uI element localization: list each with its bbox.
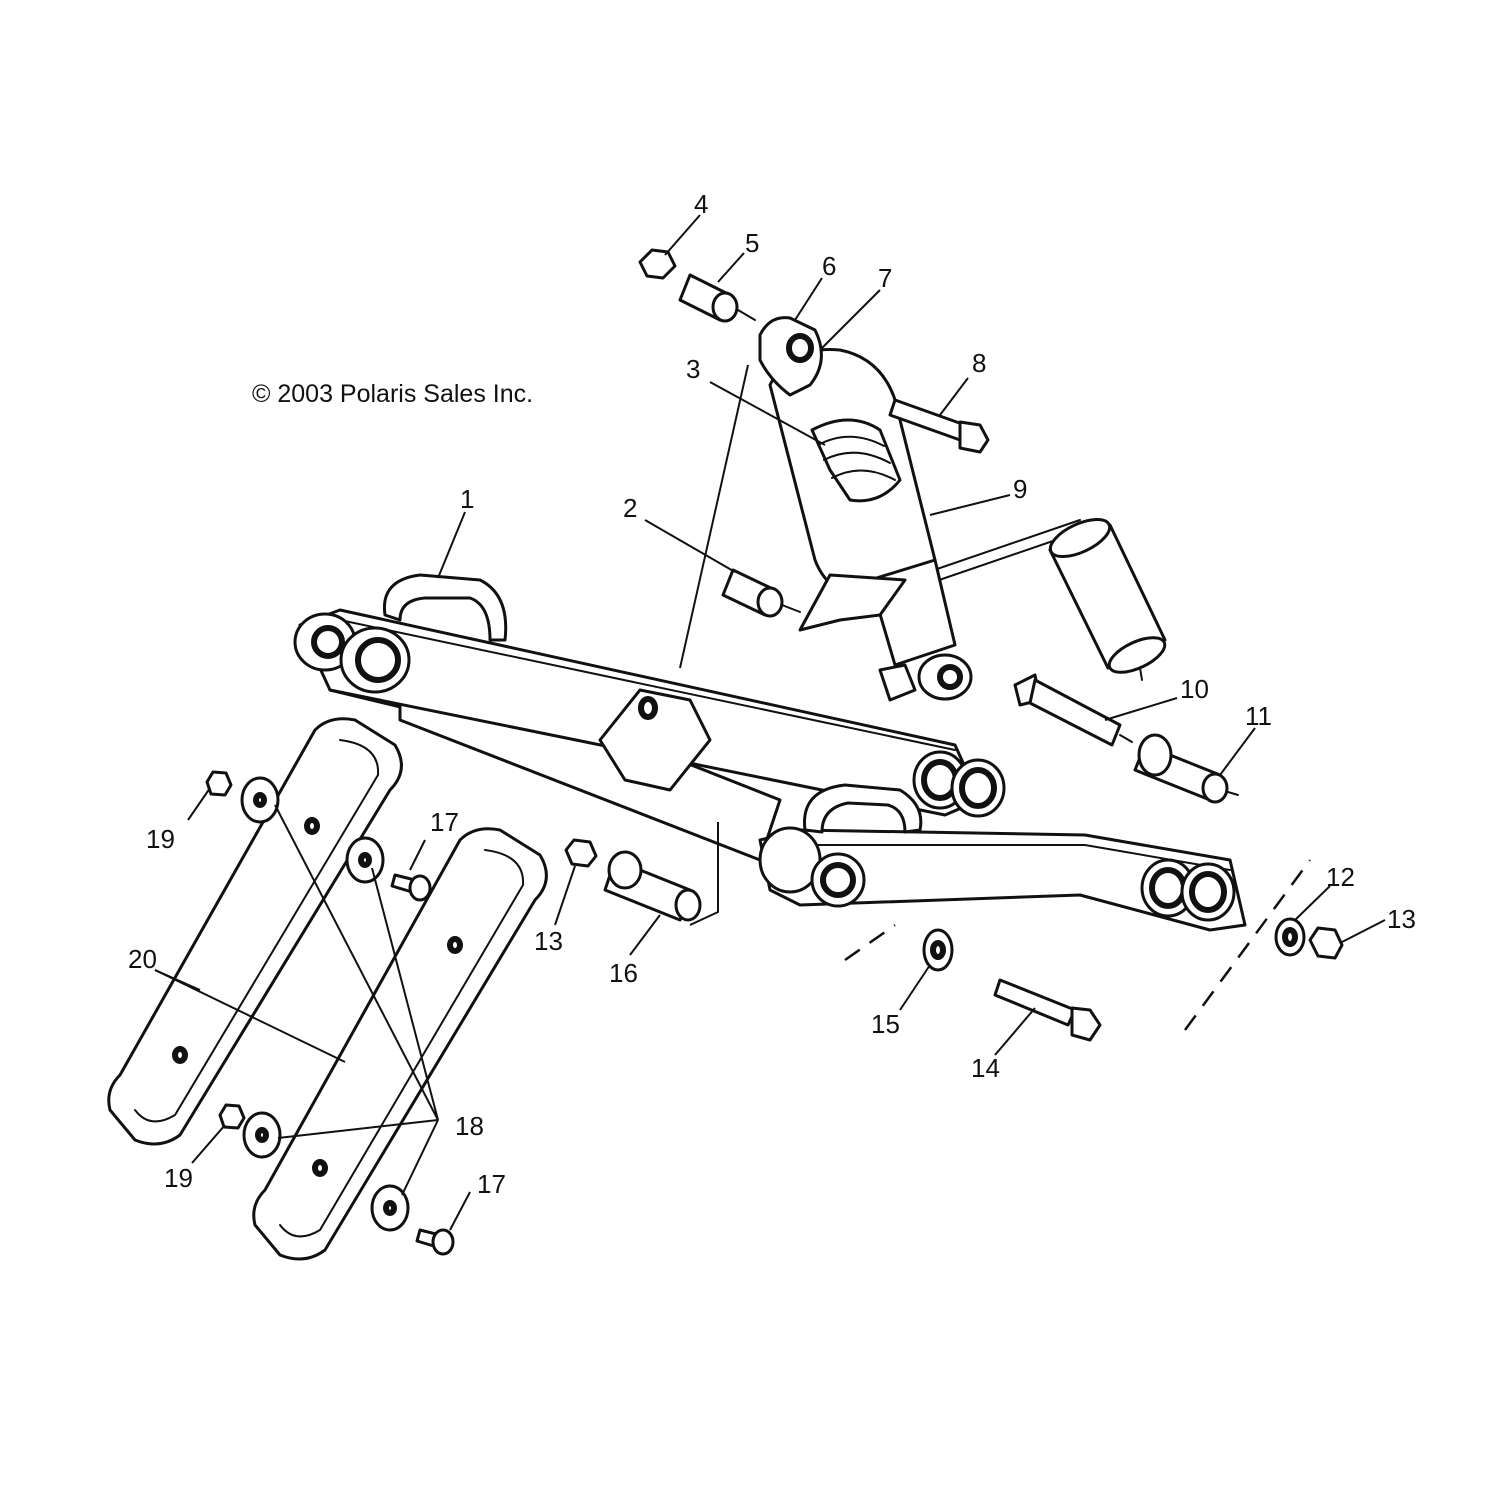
callout-1: 1 — [460, 484, 474, 514]
callout-6: 6 — [822, 251, 836, 281]
copyright-text: © 2003 Polaris Sales Inc. — [252, 380, 533, 408]
eye-bushing — [786, 333, 814, 363]
nut-part-4 — [638, 248, 677, 280]
bolt-part-8 — [888, 398, 990, 454]
callout-labels: 4 5 6 7 3 8 9 1 2 10 11 12 13 13 16 15 1… — [128, 189, 1416, 1199]
callout-15: 15 — [871, 1009, 900, 1039]
callout-3: 3 — [686, 354, 700, 384]
callout-19-upper: 19 — [146, 824, 175, 854]
torque-arm-left — [107, 717, 403, 1146]
loop-handle-upper — [382, 573, 508, 642]
lower-arm — [758, 828, 1247, 932]
callout-10: 10 — [1180, 674, 1209, 704]
callout-7: 7 — [878, 263, 892, 293]
nut-part-13-right — [1308, 926, 1344, 960]
callout-5: 5 — [745, 228, 759, 258]
callout-16: 16 — [609, 958, 638, 988]
shock-mount-bracket — [598, 688, 712, 792]
swing-arm-assembly — [293, 573, 1247, 932]
callout-12: 12 — [1326, 862, 1355, 892]
shock-absorber — [758, 316, 1167, 702]
callout-17-upper: 17 — [430, 807, 459, 837]
bushing-part-16 — [603, 850, 702, 922]
callout-11: 11 — [1245, 701, 1272, 731]
bump-stop — [810, 418, 902, 503]
nut-part-19-upper — [205, 770, 233, 797]
callout-2: 2 — [623, 493, 637, 523]
callout-17-lower: 17 — [477, 1169, 506, 1199]
bolt-part-10 — [1013, 673, 1122, 747]
nut-part-19-lower — [218, 1103, 246, 1130]
bolt-part-14 — [993, 978, 1102, 1042]
loop-handle-lower — [803, 783, 923, 834]
bushing-part-2 — [721, 568, 784, 618]
callout-19-lower: 19 — [164, 1163, 193, 1193]
bushing-part-5 — [678, 273, 739, 323]
bolt-part-17-upper — [390, 873, 432, 902]
callout-13-right: 13 — [1387, 904, 1416, 934]
callout-20: 20 — [128, 944, 157, 974]
nut-part-13-center — [564, 838, 598, 868]
callout-9: 9 — [1013, 474, 1027, 504]
torque-arm-right — [252, 827, 548, 1261]
bushing-part-11 — [1133, 733, 1229, 804]
bolt-part-17-lower — [415, 1228, 455, 1256]
callout-8: 8 — [972, 348, 986, 378]
callout-13-center: 13 — [534, 926, 563, 956]
callout-14: 14 — [971, 1053, 1000, 1083]
callout-18: 18 — [455, 1111, 484, 1141]
leader-lines — [154, 214, 1386, 1231]
callout-4: 4 — [694, 189, 708, 219]
